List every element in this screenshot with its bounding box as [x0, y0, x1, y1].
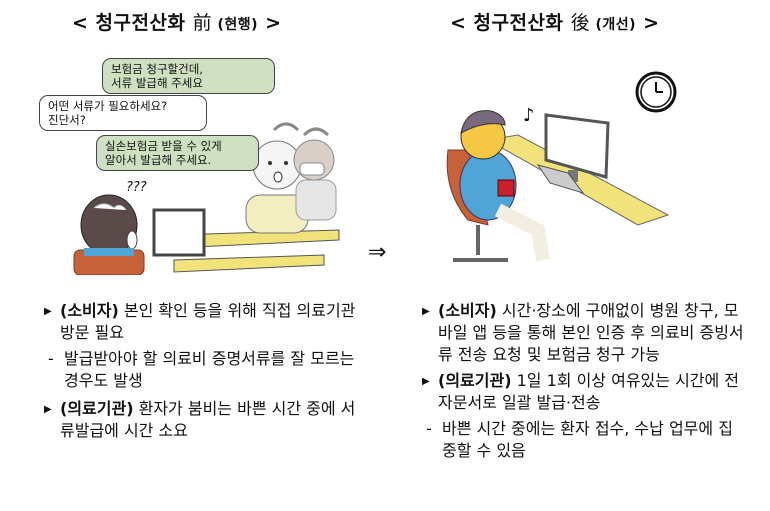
bullet-text: 1일 1회 이상 여유있는 시간에 전자문서로 일괄 발급·전송	[438, 371, 740, 412]
speech-bubble-patient-demand: 실손보험금 받을 수 있게 알아서 발급해 주세요.	[96, 135, 259, 171]
triangle-bullet-icon: ▶	[422, 306, 430, 317]
online-claim-scene	[446, 71, 677, 262]
bullets-after: ▶ (소비자) 시간·장소에 구애없이 병원 창구, 모바일 앱 등을 통해 본…	[420, 300, 745, 468]
bubble-line: 보험금 청구할건데,	[111, 62, 203, 76]
bubble-line: 알아서 발급해 주세요.	[105, 153, 212, 167]
sub-bullet-text: 발급받아야 할 의료비 증명서류를 잘 모르는 경우도 발생	[64, 349, 355, 390]
speech-bubble-patient-request: 보험금 청구할건데, 서류 발급해 주세요	[102, 58, 275, 94]
title-after-suffix: >	[636, 12, 660, 34]
dash-bullet: -	[48, 349, 54, 368]
triangle-bullet-icon: ▶	[44, 404, 52, 415]
bullet-label: (의료기관)	[60, 399, 134, 418]
sub-bullet-hospital-after: - 바쁜 시간 중에는 환자 접수, 수납 업무에 집중할 수 있음	[420, 418, 745, 462]
illustration-after: ♪	[418, 55, 728, 275]
dash-bullet: -	[426, 419, 432, 438]
illustration-before: 보험금 청구할건데, 서류 발급해 주세요 어떤 서류가 필요하세요? 진단서?…	[34, 50, 344, 275]
speech-bubble-staff-question: 어떤 서류가 필요하세요? 진단서?	[39, 95, 207, 131]
bullet-text: 본인 확인 등을 위해 직접 의료기관 방문 필요	[60, 301, 356, 342]
music-note-icon: ♪	[523, 105, 535, 126]
bullet-consumer-before: ▶ (소비자) 본인 확인 등을 위해 직접 의료기관 방문 필요	[42, 300, 367, 344]
title-before-main: < 청구전산화	[72, 12, 193, 34]
bullet-hospital-before: ▶ (의료기관) 환자가 붐비는 바쁜 시간 중에 서류발급에 시간 소요	[42, 398, 367, 442]
triangle-bullet-icon: ▶	[422, 376, 430, 387]
title-before-suffix: >	[258, 12, 282, 34]
bullet-label: (의료기관)	[438, 371, 512, 390]
hospital-counter-scene	[73, 122, 340, 275]
clock-icon	[635, 71, 677, 113]
bullet-text: 시간·장소에 구애없이 병원 창구, 모바일 앱 등을 통해 본인 인증 후 의…	[438, 301, 744, 364]
bullets-before: ▶ (소비자) 본인 확인 등을 위해 직접 의료기관 방문 필요 - 발급받아…	[42, 300, 367, 446]
title-before-hanja: 前	[192, 12, 213, 34]
title-before: < 청구전산화 前 (현행) >	[72, 8, 282, 35]
bubble-line: 서류 발급해 주세요	[111, 76, 203, 90]
title-before-sub: (현행)	[212, 17, 259, 33]
bullet-label: (소비자)	[60, 301, 119, 320]
title-after-sub: (개선)	[590, 17, 637, 33]
bullet-consumer-after: ▶ (소비자) 시간·장소에 구애없이 병원 창구, 모바일 앱 등을 통해 본…	[420, 300, 745, 366]
bullet-label: (소비자)	[438, 301, 497, 320]
sub-bullet-consumer-before: - 발급받아야 할 의료비 증명서류를 잘 모르는 경우도 발생	[42, 348, 367, 392]
transition-arrow-icon: ⇒	[368, 240, 387, 265]
bubble-line: 진단서?	[48, 113, 86, 127]
title-after-hanja: 後	[570, 12, 591, 34]
title-after: < 청구전산화 後 (개선) >	[450, 8, 660, 35]
title-after-main: < 청구전산화	[450, 12, 571, 34]
bullet-hospital-after: ▶ (의료기관) 1일 1회 이상 여유있는 시간에 전자문서로 일괄 발급·전…	[420, 370, 745, 414]
bubble-line: 어떤 서류가 필요하세요?	[48, 99, 168, 113]
bullet-text: 환자가 붐비는 바쁜 시간 중에 서류발급에 시간 소요	[60, 399, 356, 440]
triangle-bullet-icon: ▶	[44, 306, 52, 317]
sub-bullet-text: 바쁜 시간 중에는 환자 접수, 수납 업무에 집중할 수 있음	[442, 419, 733, 460]
bubble-line: 실손보험금 받을 수 있게	[105, 139, 222, 153]
confused-mark: ???	[126, 180, 147, 195]
